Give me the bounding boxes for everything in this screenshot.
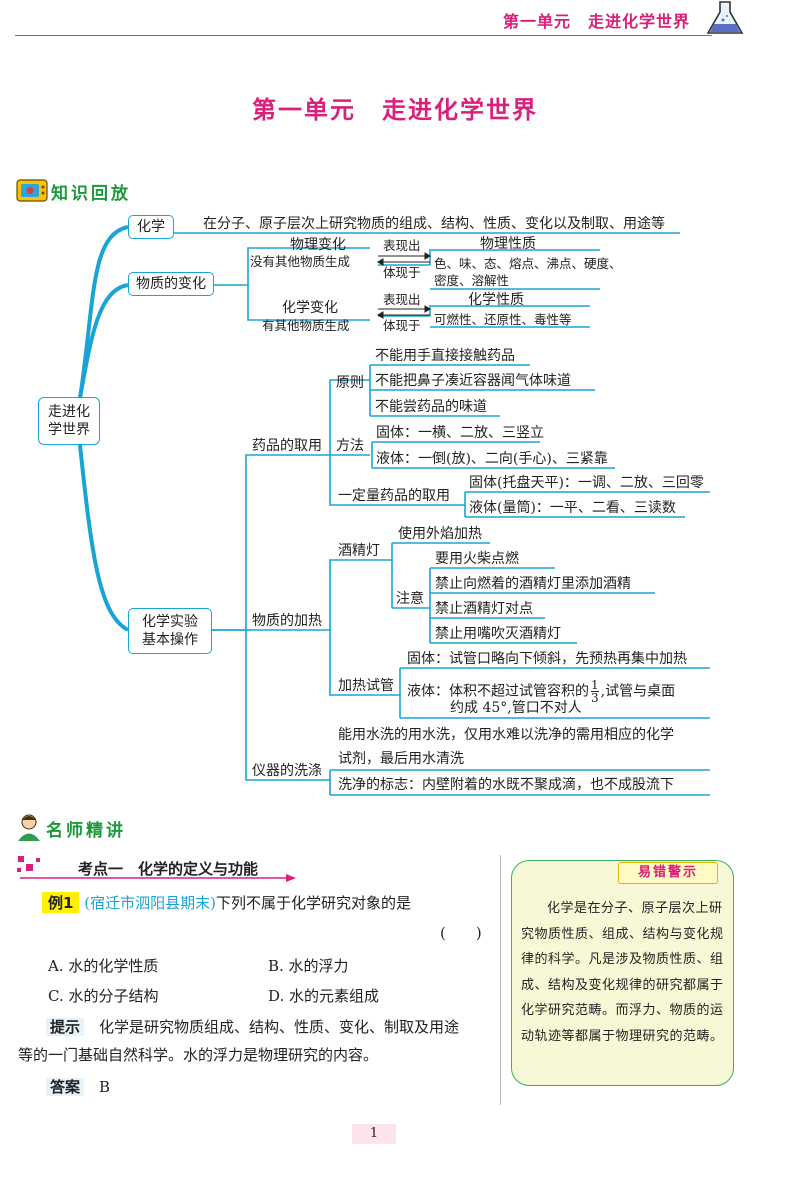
page-number: 1	[352, 1124, 396, 1144]
washing-method-1: 能用水洗的用水洗，仅用水难以洗净的需用相应的化学	[338, 727, 674, 743]
option-c: C. 水的分子结构	[48, 987, 159, 1005]
tv-icon	[16, 179, 48, 202]
principle-1: 不能用手直接接触药品	[375, 348, 515, 364]
method-2: 液体：一倒(放)、二向(手心)、三紧靠	[376, 451, 608, 467]
header-rule	[15, 35, 712, 36]
chemistry-desc: 在分子、原子层次上研究物质的组成、结构、性质、变化以及制取、用途等	[203, 216, 665, 232]
tube-solid: 固体：试管口略向下倾斜，先预热再集中加热	[407, 651, 687, 667]
notice-3: 禁止酒精灯对点	[435, 601, 533, 617]
principle-label: 原则	[336, 375, 364, 391]
mindmap-root: 走进化学世界	[38, 397, 100, 445]
example-question: 例1 (宿迁市泗阳县期末)下列不属于化学研究对象的是	[42, 892, 411, 913]
principle-2: 不能把鼻子凑近容器闻气体味道	[375, 373, 571, 389]
washing-label: 仪器的洗涤	[252, 763, 322, 779]
warning-text: 化学是在分子、原子层次上研究物质性质、组成、结构与变化规律的科学。凡是涉及物质性…	[521, 901, 724, 1044]
answer-line: 答案 B	[46, 1076, 110, 1097]
lamp-label: 酒精灯	[338, 543, 380, 559]
example-stem: 下列不属于化学研究对象的是	[215, 894, 411, 912]
page-title: 第一单元 走进化学世界	[252, 96, 538, 124]
principle-3: 不能尝药品的味道	[375, 399, 487, 415]
physical-note: 没有其他物质生成	[250, 254, 351, 269]
chemical-note: 有其他物质生成	[262, 318, 350, 333]
topic-heading-decor	[17, 856, 296, 882]
chemical-change: 化学变化	[282, 300, 338, 316]
warning-box	[511, 860, 734, 1086]
notice-label: 注意	[396, 591, 424, 607]
flask-icon	[706, 1, 744, 34]
node-chemistry: 化学	[128, 215, 174, 239]
chemical-shows: 表现出	[383, 292, 421, 307]
option-b: B. 水的浮力	[268, 957, 349, 975]
header-title: 走进化学世界	[587, 12, 690, 31]
physical-property: 物理性质	[480, 236, 536, 252]
lamp-use: 使用外焰加热	[398, 526, 482, 542]
section-review-title: 知识回放	[51, 184, 131, 204]
quantity-2: 液体(量筒)：一平、二看、三读数	[469, 500, 676, 516]
answer-bracket: ( )	[440, 924, 482, 942]
notice-4: 禁止用嘴吹灭酒精灯	[435, 626, 561, 642]
tube-liquid-cont: 约成 45°,管口不对人	[450, 700, 582, 716]
taking-label: 药品的取用	[252, 438, 322, 454]
physical-reflect: 体现于	[383, 265, 421, 280]
hint-label: 提示	[46, 1018, 85, 1036]
hint-line-2: 等的一门基础自然科学。水的浮力是物理研究的内容。	[18, 1046, 379, 1064]
washing-sign: 洗净的标志：内壁附着的水既不聚成滴，也不成股流下	[338, 777, 674, 793]
example-tag: 例1	[42, 892, 80, 913]
answer-label: 答案	[46, 1078, 85, 1096]
heating-label: 物质的加热	[252, 613, 322, 629]
section-lecture-title: 名师精讲	[46, 821, 126, 841]
node-substance-change: 物质的变化	[128, 272, 214, 296]
quantity-label: 一定量药品的取用	[338, 488, 450, 504]
running-header: 第一单元 走进化学世界	[503, 8, 690, 32]
physical-shows: 表现出	[383, 238, 421, 253]
physical-items-1: 色、味、态、熔点、沸点、硬度、	[434, 256, 622, 271]
option-a: A. 水的化学性质	[48, 957, 159, 975]
topic-title: 考点一 化学的定义与功能	[78, 860, 259, 878]
method-1: 固体：一横、二放、三竖立	[376, 425, 544, 441]
quantity-1: 固体(托盘天平)：一调、二放、三回零	[469, 475, 704, 491]
warning-title: 易错警示	[618, 862, 718, 884]
option-d: D. 水的元素组成	[268, 987, 380, 1005]
hint-line-1: 提示 化学是研究物质组成、结构、性质、变化、制取及用途	[46, 1016, 459, 1037]
notice-1: 要用火柴点燃	[435, 551, 519, 567]
tube-label: 加热试管	[338, 678, 394, 694]
header-unit: 第一单元	[502, 12, 571, 31]
teacher-icon	[18, 814, 40, 841]
chemical-property: 化学性质	[468, 292, 524, 308]
washing-method-2: 试剂，最后用水清洗	[338, 751, 464, 767]
physical-items-2: 密度、溶解性	[434, 273, 510, 288]
notice-2: 禁止向燃着的酒精灯里添加酒精	[435, 576, 631, 592]
column-divider	[500, 855, 501, 1105]
chemical-items: 可燃性、还原性、毒性等	[434, 312, 572, 327]
method-label: 方法	[336, 438, 364, 454]
node-lab-operations: 化学实验基本操作	[128, 608, 212, 654]
physical-change: 物理变化	[290, 237, 346, 253]
chemical-reflect: 体现于	[383, 318, 421, 333]
answer-value: B	[99, 1078, 111, 1096]
example-source: (宿迁市泗阳县期末)	[84, 894, 216, 912]
